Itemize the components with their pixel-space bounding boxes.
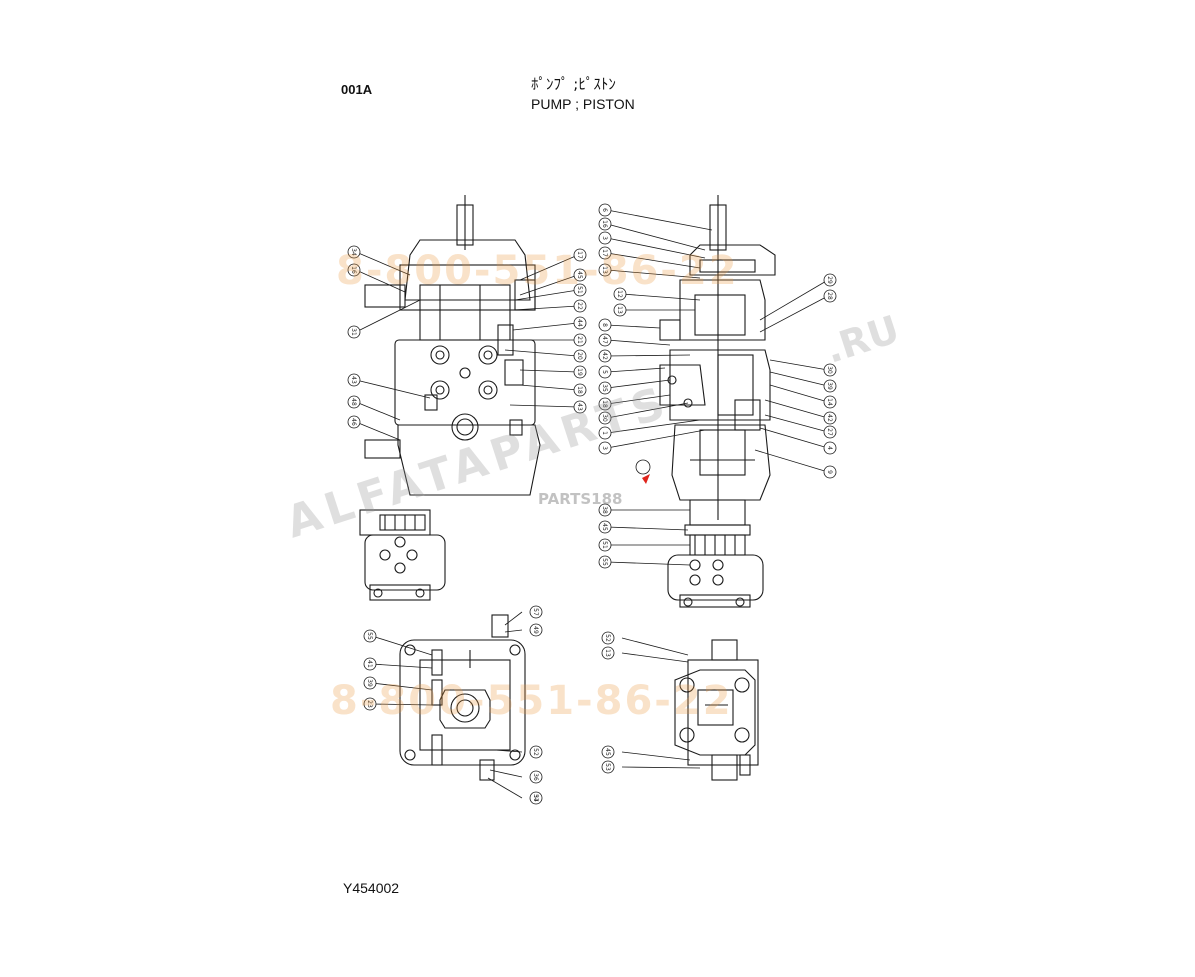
callout-number: 17 <box>601 249 608 257</box>
view-c-drawing <box>399 614 526 781</box>
callout-number: 39 <box>826 382 833 390</box>
callout-number: 36 <box>532 773 539 781</box>
callout-number: 42 <box>826 414 833 422</box>
callout-number: 54 <box>532 794 539 802</box>
callout-number: 6 <box>601 208 608 212</box>
callout-number: 13 <box>601 266 608 274</box>
callout-number: 38 <box>601 506 608 514</box>
callout-number: 53 <box>604 763 611 771</box>
callout-number: 18 <box>601 400 608 408</box>
callout-number: 1 <box>601 431 608 435</box>
callout-number: 4 <box>826 446 833 450</box>
title-japanese: ﾎﾟﾝﾌﾟ ;ﾋﾟｽﾄﾝ <box>531 75 616 93</box>
callout-number: 16 <box>350 266 357 274</box>
callout-number: 17 <box>576 251 583 259</box>
callout-number: 21 <box>576 336 583 344</box>
callout-number: 46 <box>350 418 357 426</box>
callout-number: 39 <box>366 679 373 687</box>
callout-number: 5 <box>601 370 608 374</box>
callout-number: 12 <box>616 290 623 298</box>
page-code: 001A <box>341 82 373 97</box>
callout-number: 43 <box>350 376 357 384</box>
drawing-number: Y454002 <box>343 880 400 896</box>
callout-number: 34 <box>350 248 357 256</box>
view-a-drawing <box>364 195 541 496</box>
callout-number: 29 <box>826 276 833 284</box>
callout-number: 55 <box>366 632 373 640</box>
callout-number: 13 <box>604 649 611 657</box>
callout-number: 43 <box>576 403 583 411</box>
callout-number: 18 <box>576 386 583 394</box>
callout-number: 44 <box>576 319 583 327</box>
callout-balloon <box>635 459 651 475</box>
callout-number: 14 <box>826 398 833 406</box>
callout-number: 48 <box>350 398 357 406</box>
callout-number: 23 <box>366 700 373 708</box>
callout-number: 35 <box>601 384 608 392</box>
callout-balloons <box>347 203 837 805</box>
callout-number: 47 <box>601 336 608 344</box>
view-a2-drawing <box>359 509 446 601</box>
callout-number: 31 <box>350 328 357 336</box>
callout-number: 57 <box>532 608 539 616</box>
callout-number: 30 <box>826 366 833 374</box>
red-marker-icon <box>642 474 650 484</box>
callout-number: 37 <box>532 794 539 802</box>
callout-number: 45 <box>604 748 611 756</box>
callout-number: 55 <box>601 558 608 566</box>
callout-number: 19 <box>576 368 583 376</box>
callout-number: 30 <box>601 414 608 422</box>
title-english: PUMP ; PISTON <box>531 96 635 112</box>
callout-number: 51 <box>576 286 583 294</box>
callout-number: 3 <box>601 446 608 450</box>
view-d-drawing <box>674 639 759 781</box>
callout-number: 8 <box>601 323 608 327</box>
callout-number: 28 <box>826 292 833 300</box>
callout-number: 42 <box>601 352 608 360</box>
callout-number: 45 <box>576 271 583 279</box>
callout-number: 22 <box>576 302 583 310</box>
callout-number: 45 <box>601 523 608 531</box>
callout-number: 51 <box>601 541 608 549</box>
callout-number: 52 <box>604 634 611 642</box>
callout-number: 49 <box>532 626 539 634</box>
callout-number: 13 <box>616 306 623 314</box>
callout-number: 20 <box>576 352 583 360</box>
callout-number: 41 <box>366 660 373 668</box>
callout-number: 16 <box>601 220 608 228</box>
callout-number: 3 <box>601 236 608 240</box>
callout-number: 9 <box>826 470 833 474</box>
callout-number: 27 <box>826 428 833 436</box>
callout-number: 52 <box>532 748 539 756</box>
